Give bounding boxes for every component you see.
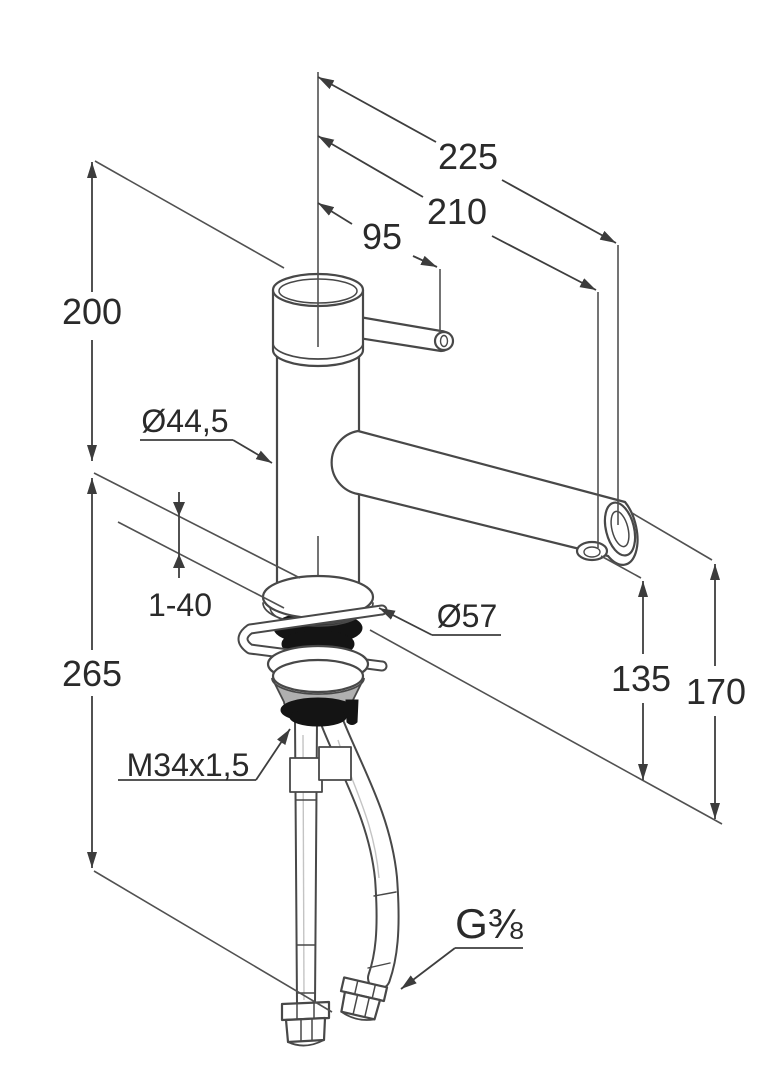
spout (330, 429, 639, 566)
leader-mount-thread (118, 728, 291, 781)
supply-hose-left (289, 719, 323, 1005)
leader-base-diameter (378, 607, 501, 636)
mounting-plane-left (93, 472, 301, 579)
label-body-diameter: Ø44,5 (141, 403, 228, 439)
fixing-bolt (345, 699, 359, 725)
label-base-diameter: Ø57 (437, 598, 497, 634)
hose-collar-right (318, 746, 352, 781)
handle-lever (340, 312, 455, 353)
mounting-bracket (237, 604, 388, 672)
base-ring-lower (271, 658, 365, 694)
dimension-labels: 225 210 95 200 265 Ø44,5 1-40 Ø57 135 17… (62, 136, 746, 947)
handle-knob (433, 330, 455, 352)
label-spout-reach: 210 (427, 191, 487, 232)
shank-seal-ring (280, 697, 359, 727)
extension-hose-end (93, 870, 333, 1013)
hose-collar-left (289, 757, 323, 793)
hose-nut-right (339, 976, 389, 1021)
label-spout-end-height: 170 (686, 671, 746, 712)
label-outlet-height: 135 (611, 658, 671, 699)
leader-body-diameter (140, 439, 273, 464)
label-mount-thickness: 1-40 (148, 587, 212, 623)
label-height-above-mount: 200 (62, 291, 122, 332)
extension-top-left (94, 160, 285, 269)
hose-nut-left (280, 1000, 331, 1047)
dimension-annotations (87, 76, 723, 1013)
label-overall-reach: 225 (438, 136, 498, 177)
aerator-outlet (575, 540, 609, 562)
dim-line-225 (317, 76, 437, 143)
dim-line-210 (317, 135, 424, 198)
label-hose-thread: G⅜ (455, 900, 524, 947)
label-below-mount: 265 (62, 653, 122, 694)
mounting-plane-right (369, 629, 723, 825)
base-assembly (237, 574, 388, 715)
supply-hose-right (318, 710, 400, 990)
dim-line-1-40 (173, 492, 185, 578)
leader-hose-thread (400, 947, 523, 990)
faucet-illustration (237, 72, 639, 1047)
extension-outlet-height (600, 555, 642, 579)
label-lever-length: 95 (362, 216, 402, 257)
extension-spout-height (631, 512, 713, 561)
dim-line-95 (317, 202, 353, 225)
label-mount-thread: M34x1,5 (127, 747, 250, 783)
mounting-plane-lower (117, 521, 285, 609)
